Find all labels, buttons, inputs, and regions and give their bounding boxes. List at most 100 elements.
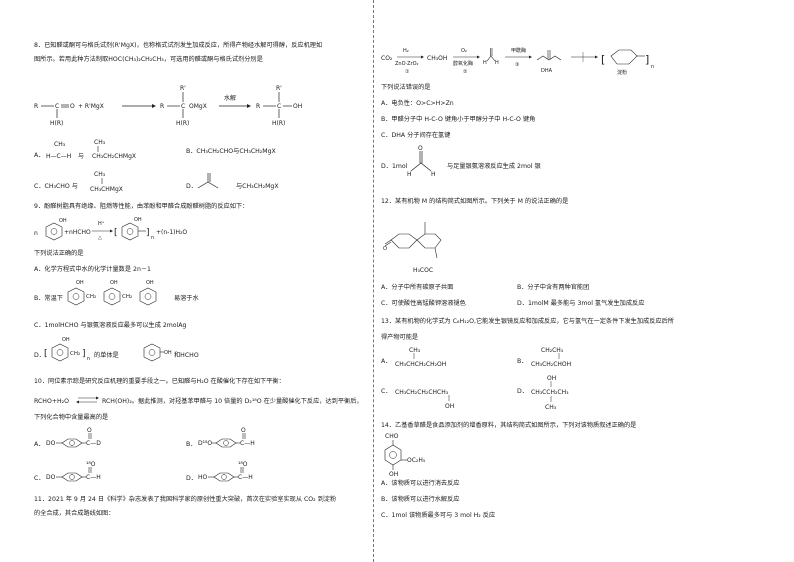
q10-a-o: O [87, 427, 92, 434]
q8-option-d-label[interactable]: D． [186, 183, 197, 190]
q8-r: R [34, 103, 38, 110]
q13-option-c[interactable]: C． [381, 388, 392, 395]
q9-option-d-pre[interactable]: D． [34, 352, 45, 359]
q8-option-c-structure: CH₃ CH₃CHMgX [90, 171, 123, 193]
q9-option-c[interactable]: C．1molHCHO 与银氨溶液反应最多可以生成 2molAg [34, 322, 187, 329]
q10-option-c-structure: DO C—H ¹⁸O [46, 461, 101, 482]
q14-structure: CHO OC₂H₅ OH [384, 433, 426, 478]
q9-b-oh2: OH [110, 280, 118, 286]
q11-synthesis-scheme: CO₂ H₂ ZnO·ZrO₂ ① CH₃OH O₂ 醇氧化酶 ② H H 甲酰… [381, 47, 654, 76]
q8-hydrolysis: 水解 [224, 94, 236, 102]
q10-option-b[interactable]: B． [186, 441, 197, 448]
q9-option-b-post: 易溶于水 [174, 295, 199, 302]
q11-hcho-h2: H [495, 60, 499, 66]
q9-option-d-mid: 的单体是 [94, 352, 119, 359]
q8-hr-1: H(R) [50, 120, 63, 127]
q12-option-d[interactable]: D．1molM 最多能与 3mol 氢气发生加成反应 [517, 300, 645, 307]
svg-text:]: ] [645, 53, 649, 66]
q10-option-a[interactable]: A． [34, 441, 45, 448]
svg-text:[: [ [114, 228, 118, 238]
q10-d-18o: ¹⁸O [238, 461, 248, 468]
q12-option-a[interactable]: A．分子中所有碳原子共面 [381, 284, 454, 291]
q13-a-top: CH₃ [409, 347, 421, 354]
q10-a-cd: C—D [86, 440, 101, 447]
q8-c-2: C [181, 103, 185, 110]
q11-cat1: ZnO·ZrO₂ [395, 61, 419, 67]
q11-option-d-post: 与足量银氨溶液反应生成 2mol 银 [447, 163, 541, 170]
q13-d-top: OH [547, 375, 556, 382]
q8-grignard: + R'MgX [78, 103, 104, 110]
column-divider [373, 0, 375, 562]
q9-option-a[interactable]: A．化学方程式中水的化学计量数是 2n－1 [34, 266, 151, 273]
q10-c-ch: C—H [86, 474, 101, 481]
q8-option-c-label[interactable]: C．CH₃CHO 与 [34, 183, 78, 190]
q8-rprime-2: R' [276, 85, 282, 92]
q10-b-ch: C—H [240, 440, 255, 447]
q14-option-a[interactable]: A．该物质可以进行消去反应 [381, 480, 460, 487]
q11-step1: ① [405, 69, 410, 75]
q9-catalyst: H⁺ [98, 221, 105, 227]
q9-d-n: n [87, 356, 90, 362]
q13-option-a[interactable]: A． [381, 358, 392, 365]
q8-a-grignard: CH₃CH₂CHMgX [92, 153, 136, 160]
right-column: CO₂ H₂ ZnO·ZrO₂ ① CH₃OH O₂ 醇氧化酶 ② H H 甲酰… [377, 0, 794, 562]
q8-a-formaldehyde: H—C—H [46, 153, 71, 160]
q11-co2: CO₂ [381, 55, 393, 62]
q8-hr-2: H(R) [176, 120, 189, 127]
q9-b-oh3: OH [146, 280, 154, 286]
svg-text:]: ] [146, 228, 150, 238]
q13-option-b[interactable]: B． [517, 358, 528, 365]
svg-text:CH₂: CH₂ [86, 294, 96, 300]
q11-option-d-pre[interactable]: D．1mol [381, 163, 408, 170]
q10-stem-line3: 下列化合物中含量最高的是 [34, 414, 109, 421]
q10-c-do: DO [46, 474, 56, 481]
q12-stem: 12．某有机物 M 的结构简式如图所示。下列关于 M 的说法正确的是 [381, 198, 569, 205]
q13-option-d-structure: OH CH₃CCH₂CH₃ CH₃ [531, 375, 569, 411]
q9-heat: △ [98, 235, 102, 241]
q9-n1: n [34, 230, 38, 237]
q8-c-grignard: CH₃CHMgX [90, 186, 123, 193]
q12-option-c[interactable]: C．可使酸性高锰酸钾溶液褪色 [381, 300, 466, 307]
q10-equilibrium-arrow [76, 396, 99, 404]
q13-stem-line2: 得产物可能是 [381, 334, 419, 341]
q11-o2: O₂ [461, 48, 467, 54]
q9-water: +(n-1)H₂O [156, 229, 187, 236]
q10-stem-line2-pre: RCHO+H₂O [34, 398, 70, 405]
q8-option-d-acetone [197, 173, 219, 189]
q9-option-d-post: 和HCHO [174, 352, 199, 359]
q13-option-d[interactable]: D． [517, 388, 528, 395]
svg-text:[: [ [44, 349, 48, 359]
q14-option-c[interactable]: C．1mol 该物质最多可与 3 mol H₂ 反应 [381, 512, 496, 519]
q10-c-18o: ¹⁸O [86, 461, 96, 468]
q9-oh2: OH [134, 217, 142, 223]
q8-c-3: C [277, 103, 281, 110]
q14-stem: 14．乙基香草醛是食品添加剂的增香原料，其结构简式如图所示，下列对该物质叙述正确… [381, 422, 637, 429]
q11-step2: ② [463, 69, 468, 75]
q8-reaction-scheme: R C O + R'MgX H(R) R R' C OMgX H(R) 水解 R… [34, 85, 302, 127]
svg-text:O: O [418, 145, 423, 152]
q8-option-a-label[interactable]: A． [34, 152, 45, 159]
q13-d-bottom: CH₃ [545, 404, 557, 411]
q10-option-d[interactable]: D． [186, 475, 197, 482]
q13-a-main: CH₃CHCH₂CH₂OH [395, 361, 446, 368]
q11-option-b[interactable]: B．甲醛分子中 H-C-O 键角小于甲醇分子中 H-C-O 键角 [381, 116, 536, 123]
q10-option-b-structure: D¹⁸O C—H O [198, 427, 255, 448]
q11-option-d-formaldehyde: O H H [407, 145, 436, 178]
q9-option-b-pre[interactable]: B．常温下 [34, 295, 63, 302]
q8-hr-3: H(R) [272, 120, 285, 127]
q8-option-b[interactable]: B．CH₃CH₂CHO与CH₃CH₂MgX [186, 148, 276, 155]
q10-d-ho: HO [198, 474, 208, 481]
q8-stem-line2: 图所示。若用此种方法制取HOC(CH₃)₂CH₂CH₃，可选用的醛或酮与格氏试剂… [34, 56, 263, 63]
q8-r-2: R [160, 103, 164, 110]
q13-d-main: CH₃CCH₂CH₃ [531, 389, 569, 396]
q8-omgx: OMgX [189, 103, 207, 110]
q12-option-b[interactable]: B．分子中含有两种官能团 [517, 284, 590, 291]
q11-option-c[interactable]: C．DHA 分子间存在氢键 [381, 132, 451, 139]
q13-c-bottom: OH [445, 403, 454, 410]
q10-option-c[interactable]: C． [34, 475, 45, 482]
q11-formolase: 甲酰酶 [511, 47, 526, 54]
q14-option-b[interactable]: B．该物质可以进行水解反应 [381, 496, 460, 503]
q11-n: n [651, 64, 654, 70]
q11-option-a[interactable]: A．电负性：O>C>H>Zn [381, 100, 454, 107]
q8-stem-line1: 8．已知醛或酮可与格氏试剂(R'MgX)，也称格式试剂发生加成反应，所得产物经水… [34, 42, 323, 49]
